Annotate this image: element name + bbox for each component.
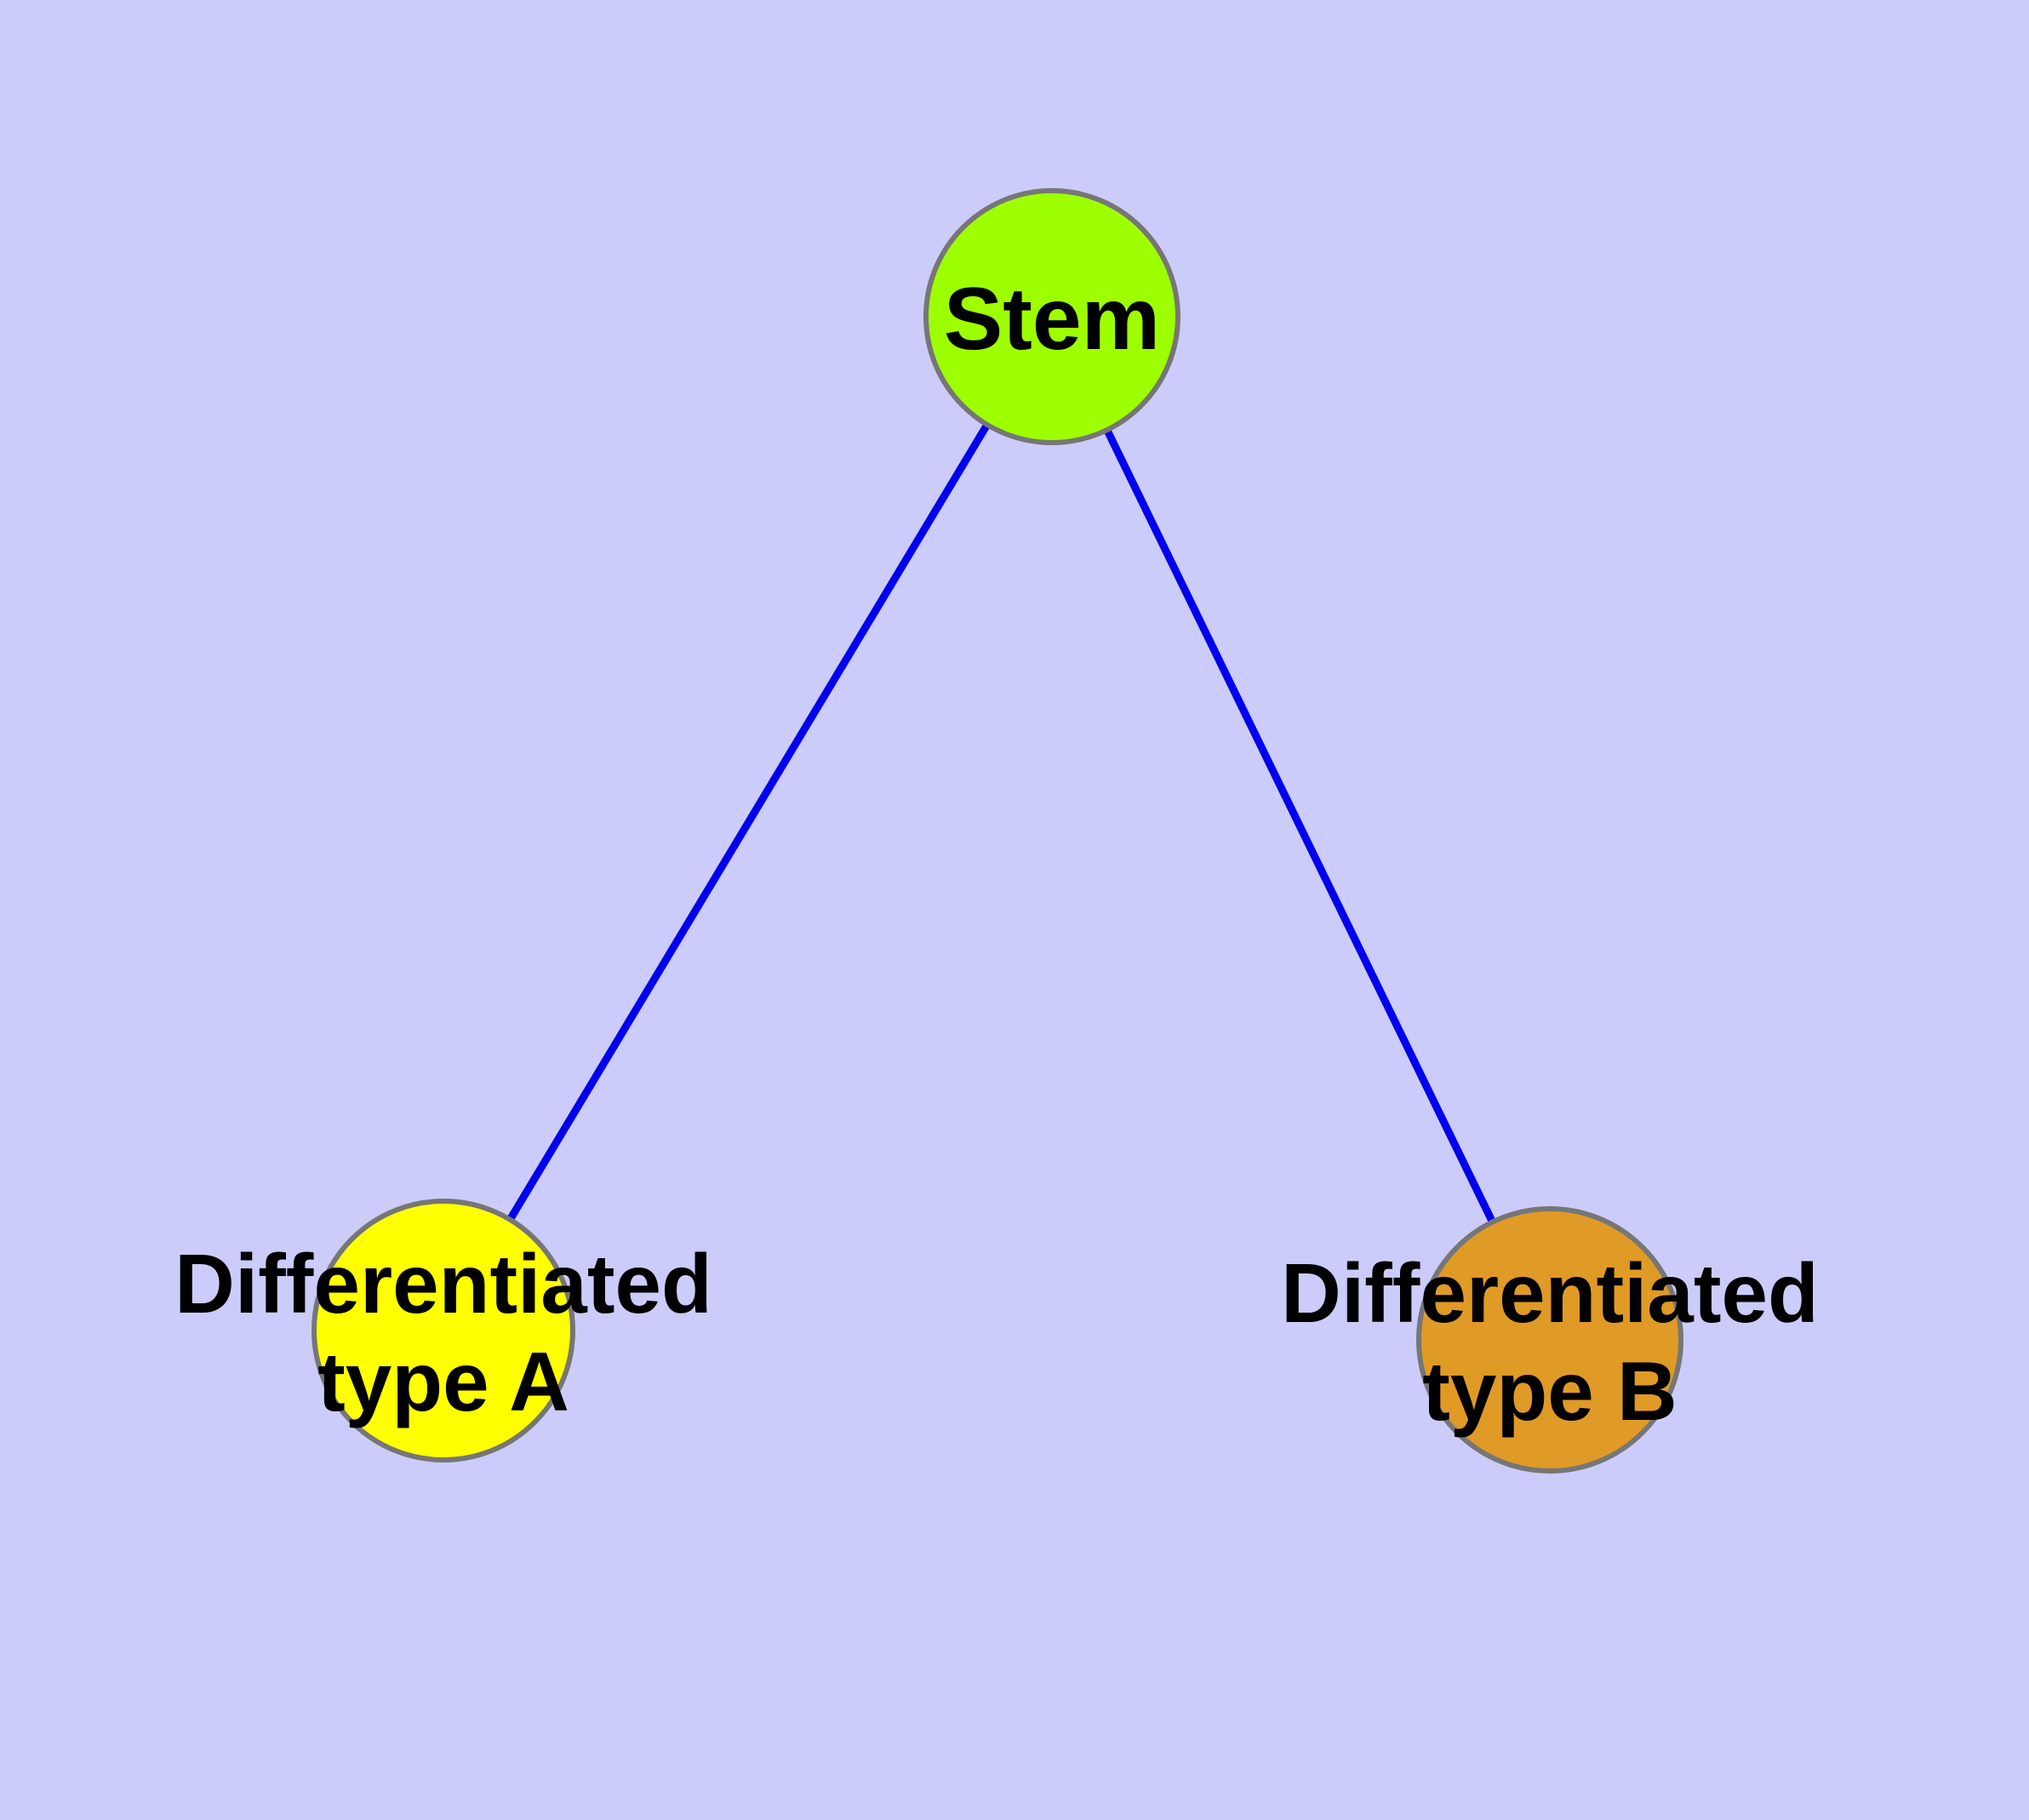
node-stem-label: Stem <box>944 270 1160 369</box>
edge-stem-to-differentiated-type-a[interactable] <box>440 314 1055 1333</box>
node-differentiated-type-b-label-line2: type B <box>1422 1344 1677 1438</box>
node-stem-circle[interactable] <box>923 188 1180 445</box>
node-differentiated-type-a-label-line2: type A <box>317 1335 569 1428</box>
node-differentiated-type-a-label-line1: Differentiated <box>174 1237 712 1331</box>
node-layer <box>311 188 1683 1474</box>
node-differentiated-type-a-circle[interactable] <box>311 1199 575 1462</box>
node-differentiated-type-b-label-line1: Differentiated <box>1281 1246 1819 1340</box>
node-differentiated-type-b-circle[interactable] <box>1416 1206 1683 1474</box>
label-layer: Stem Differentiated type A Differentiate… <box>174 270 1819 1438</box>
edge-stem-to-differentiated-type-b[interactable] <box>1048 315 1554 1342</box>
edge-layer <box>440 314 1554 1342</box>
